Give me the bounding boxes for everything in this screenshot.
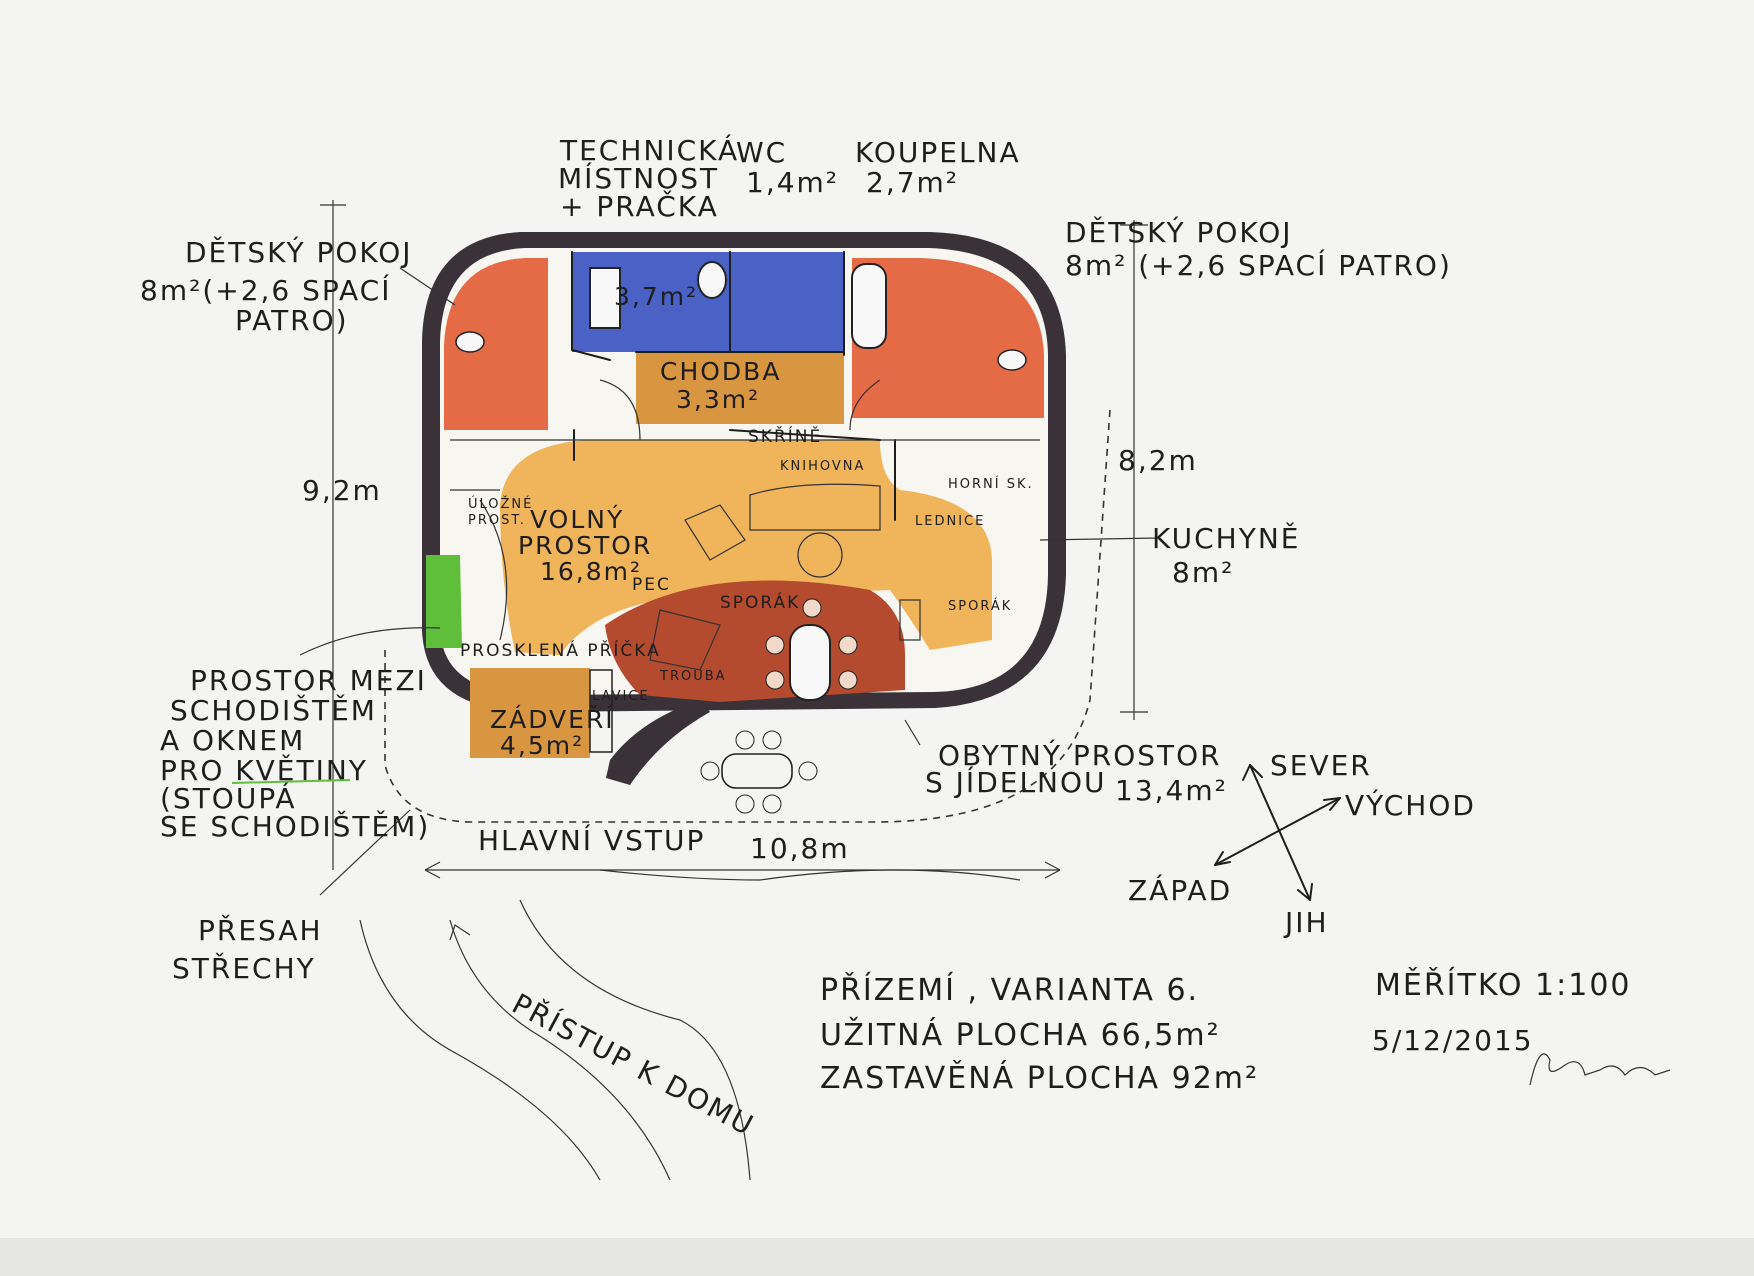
free-space-label-2: PROSTOR (518, 531, 652, 560)
bathroom-label: KOUPELNA (855, 136, 1021, 169)
free-space-area-label: 16,8m² (540, 557, 642, 586)
glass-partition-label: PROSKLENÁ PŘÍČKA (460, 639, 661, 661)
roof-overhang-label-2: STŘECHY (172, 951, 316, 985)
signature (1529, 1053, 1671, 1086)
kids-room-left-label-1: DĚTSKÝ POKOJ (185, 235, 413, 269)
cooker-side-label: SPORÁK (948, 598, 1012, 614)
kitchen-area-label: 8m² (1172, 556, 1234, 589)
wc-label: WC (736, 136, 787, 169)
dimension-labels: 9,2m 8,2m 10,8m (302, 444, 1198, 865)
stair-window-note-3: A OKNEM (160, 724, 305, 757)
free-space-label-1: VOLNÝ (530, 505, 624, 534)
pencil-details (450, 379, 1040, 671)
kids-room-right-area (852, 258, 1044, 418)
date-label: 5/12/2015 (1372, 1024, 1534, 1057)
bench (589, 669, 613, 753)
technical-room-label-2: MÍSTNOST (558, 161, 719, 195)
kitchen-label: KUCHYNĚ (1152, 521, 1300, 555)
bathroom-area-label: 2,7m² (866, 166, 959, 199)
height-right-label: 8,2m (1118, 444, 1198, 477)
entry-area (470, 668, 590, 758)
plants-underline (231, 779, 351, 784)
dimension-lines (320, 200, 1148, 879)
upper-cabinet-label: HORNÍ SK. (948, 476, 1034, 492)
storage-label-2: PROST. (468, 513, 526, 528)
terrace-table (700, 730, 818, 814)
stove-label: PEC (632, 575, 671, 595)
kids-room-left-area (444, 258, 548, 430)
cooker-label: SPORÁK (720, 591, 800, 613)
bookcase-label: KNIHOVNA (780, 459, 865, 474)
stair-window-note-6: SE SCHODIŠTĚM) (160, 809, 430, 843)
technical-room-label-1: TECHNICKÁ (559, 133, 739, 167)
technical-area-label: 3,7m² (614, 282, 698, 311)
title-line-2: UŽITNÁ PLOCHA 66,5m² (820, 1017, 1221, 1053)
oven-label: TROUBA (659, 669, 727, 684)
roof-overhang-outline (384, 409, 1111, 823)
stair-window-note-1: PROSTOR MEZI (190, 664, 427, 697)
living-area-label: 13,4m² (1115, 774, 1228, 807)
storage-label-1: ÚLOŽNÉ (468, 496, 533, 512)
entry-wall (606, 700, 710, 785)
compass: SEVER VÝCHOD ZÁPAD JIH (1128, 749, 1476, 939)
stair-window-note-5: (STOUPÁ (160, 781, 297, 815)
compass-north: SEVER (1270, 749, 1372, 782)
corridor-label: CHODBA (660, 357, 781, 386)
compass-arrows (1214, 764, 1341, 901)
title-line-1: PŘÍZEMÍ , VARIANTA 6. (820, 972, 1199, 1008)
compass-south: JIH (1283, 906, 1329, 939)
entry-label: ZÁDVEŘÍ (490, 705, 615, 734)
wardrobes-label: SKŘÍNĚ (748, 425, 822, 447)
bench-label: LAVICE (592, 689, 650, 704)
compass-east: VÝCHOD (1345, 788, 1476, 822)
fridge-label: LEDNICE (915, 514, 985, 529)
stair-window-note-2: SCHODIŠTĚM (170, 693, 377, 727)
height-left-label: 9,2m (302, 474, 382, 507)
room-labels: TECHNICKÁ MÍSTNOST + PRAČKA 3,7m² WC 1,4… (140, 133, 1452, 807)
title-line-3: ZASTAVĚNÁ PLOCHA 92m² (820, 1060, 1259, 1096)
interior-walls (571, 251, 896, 521)
living-label-2: S JÍDELNOU (925, 765, 1107, 799)
kids-room-left-label-3: PATRO) (235, 304, 349, 337)
kids-room-left-label-2: 8m²(+2,6 SPACÍ (140, 273, 391, 307)
technical-room-label-3: + PRAČKA (560, 189, 719, 223)
paper-edge (0, 1238, 1754, 1276)
entry-area-label: 4,5m² (500, 731, 584, 760)
roof-overhang-label-1: PŘESAH (198, 913, 323, 947)
access-path (359, 869, 1021, 1181)
fixtures (455, 261, 1027, 371)
width-label: 10,8m (750, 832, 850, 865)
compass-west: ZÁPAD (1128, 873, 1232, 907)
living-label-1: OBYTNÝ PROSTOR (938, 738, 1222, 772)
title-block: PŘÍZEMÍ , VARIANTA 6. UŽITNÁ PLOCHA 66,5… (820, 967, 1632, 1096)
free-space-area (500, 440, 992, 655)
dining-table (765, 598, 858, 701)
kids-room-right-label-2: 8m² (+2,6 SPACÍ PATRO) (1065, 248, 1452, 282)
kids-room-right-label-1: DĚTSKÝ POKOJ (1065, 215, 1293, 249)
leader-lines (299, 267, 1161, 896)
corridor-area-label: 3,3m² (676, 385, 760, 414)
main-entrance-label: HLAVNÍ VSTUP (478, 823, 705, 857)
planter-area (426, 555, 462, 648)
corridor-area (636, 352, 844, 424)
scale-label: MĚŘÍTKO 1:100 (1375, 967, 1632, 1003)
wc-area-label: 1,4m² (746, 166, 839, 199)
